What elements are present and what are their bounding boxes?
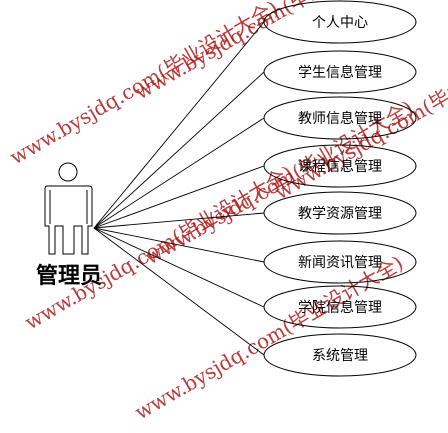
association-line [93,21,265,229]
actor-label: 管理员 [36,263,102,289]
use-case-label: 教学资源管理 [298,206,382,222]
use-case[interactable]: 课程信息管理 [263,144,417,188]
association-line [93,117,265,229]
watermark-text: www.bysjdq.com(毕业设计大全) [131,251,408,425]
use-case-ellipse [263,285,417,329]
use-case[interactable]: 学院信息管理 [263,285,417,329]
use-case-group: 个人中心学生信息管理教师信息管理课程信息管理教学资源管理新闻资讯管理学院信息管理… [263,0,417,377]
use-case-label: 系统管理 [312,348,368,364]
use-case-label: 学院信息管理 [298,299,382,316]
association-line [93,227,265,263]
use-case-label: 学生信息管理 [298,64,382,81]
use-case[interactable]: 教师信息管理 [263,96,417,140]
use-case-label: 个人中心 [312,15,368,31]
use-case[interactable]: 学生信息管理 [263,50,417,94]
use-case-ellipse [263,191,417,235]
actor-figure [44,162,93,255]
use-case-ellipse [263,240,417,284]
use-case-label: 教师信息管理 [298,110,382,127]
use-case-label: 课程信息管理 [298,158,382,175]
association-lines [93,21,265,356]
use-case[interactable]: 个人中心 [263,0,417,44]
association-line [93,165,265,229]
use-case-ellipse [263,144,417,188]
use-case[interactable]: 新闻资讯管理 [263,240,417,284]
use-case[interactable]: 系统管理 [263,333,417,377]
association-line [93,227,265,356]
actor-body [44,185,93,255]
use-case-label: 新闻资讯管理 [298,255,382,271]
use-case[interactable]: 教学资源管理 [263,191,417,235]
use-case-ellipse [263,96,417,140]
association-line [93,227,265,308]
actor-head [58,162,78,182]
use-case-ellipse [263,50,417,94]
association-line [93,212,265,229]
use-case-ellipse [263,333,417,377]
use-case-ellipse [263,0,417,44]
association-line [93,71,265,229]
